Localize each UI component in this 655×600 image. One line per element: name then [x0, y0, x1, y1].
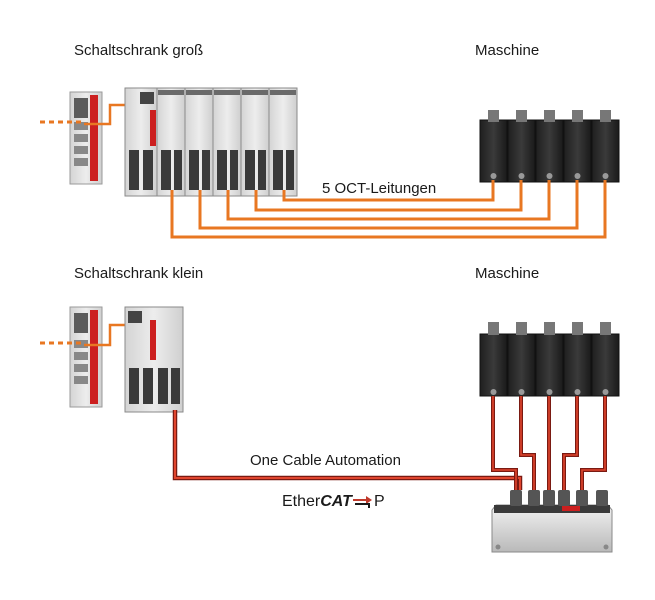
one-cable-automation-line	[172, 410, 523, 490]
bottom-controller-to-drive-cable	[84, 323, 130, 347]
top-cabinet-label: Schaltschrank groß	[74, 42, 204, 59]
bottom-motor-5	[591, 322, 620, 397]
oct-cable-1	[282, 180, 495, 202]
bottom-motor-cables	[491, 396, 607, 492]
top-cable-label: 5 OCT-Leitungen	[322, 180, 437, 197]
top-motor-3	[535, 110, 564, 183]
bottom-drive	[124, 306, 184, 413]
ethercat-p-logo: EtherCAT P	[282, 493, 385, 511]
oct-cable-2	[254, 180, 523, 212]
oct-cable-5	[170, 180, 607, 239]
bottom-cabinet-label: Schaltschrank klein	[74, 265, 204, 282]
bottom-controller	[69, 306, 103, 408]
top-oct-cables	[170, 180, 607, 239]
top-controller	[69, 91, 103, 185]
top-motor-2	[507, 110, 536, 183]
oct-cable-4	[198, 180, 579, 230]
bottom-motor-group	[479, 322, 620, 397]
top-motor-4	[563, 110, 592, 183]
top-controller-to-drive-cable	[84, 103, 130, 126]
oct-cable-3	[226, 180, 551, 221]
ethercat-suffix: P	[373, 493, 385, 510]
top-motor-5	[591, 110, 620, 183]
bottom-motor-2	[507, 322, 536, 397]
bottom-motor-3	[535, 322, 564, 397]
ethercat-prefix: Ether	[282, 493, 321, 510]
ethercat-bold: CAT	[320, 493, 352, 510]
bottom-cable-label: One Cable Automation	[250, 452, 401, 469]
top-machine-label: Maschine	[475, 42, 540, 59]
ethercat-arrow-icon	[352, 495, 374, 509]
top-motor-1	[479, 110, 508, 183]
bottom-motor-1	[479, 322, 508, 397]
ethercat-p-distribution-box	[491, 490, 613, 553]
top-motor-group	[479, 110, 620, 183]
bottom-motor-4	[563, 322, 592, 397]
bottom-machine-label: Maschine	[475, 265, 540, 282]
top-drive-rack	[124, 87, 298, 197]
